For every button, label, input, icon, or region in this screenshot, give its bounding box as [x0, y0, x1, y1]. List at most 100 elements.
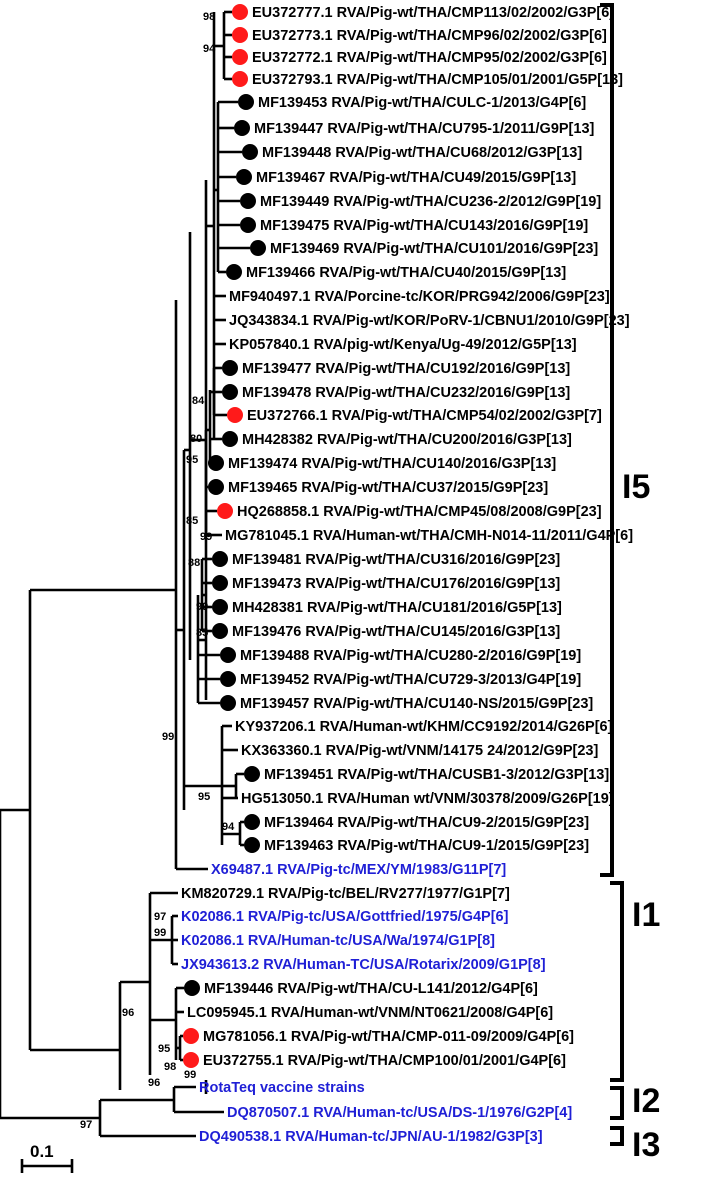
taxon-label: MF139451 RVA/Pig-wt/THA/CUSB1-3/2012/G3P…: [264, 767, 609, 783]
cluster-label-i3: I3: [632, 1126, 660, 1164]
taxon-label: KM820729.1 RVA/Pig-tc/BEL/RV277/1977/G1P…: [181, 886, 510, 902]
tip-marker-red: [232, 49, 248, 65]
tree-branches: [0, 10, 250, 1138]
scale-bar: 0.1: [20, 1142, 74, 1173]
tip-marker-black: [244, 766, 260, 782]
taxon-label: MF139474 RVA/Pig-wt/THA/CU140/2016/G3P[1…: [228, 456, 556, 472]
bracket-i5: [600, 3, 614, 877]
taxon-label: EU372772.1 RVA/Pig-wt/THA/CMP95/02/2002/…: [252, 50, 607, 66]
bootstrap-label: 97: [80, 1119, 92, 1131]
tip-marker-black: [212, 623, 228, 639]
tip-marker-red: [217, 503, 233, 519]
bootstrap-values: 9894848095859988998599959497999695989996…: [80, 11, 235, 1131]
tip-marker-red: [183, 1028, 199, 1044]
taxon-label: EU372777.1 RVA/Pig-wt/THA/CMP113/02/2002…: [252, 5, 614, 21]
cluster-label-i5: I5: [622, 468, 650, 506]
taxon-label: MF139477 RVA/Pig-wt/THA/CU192/2016/G9P[1…: [242, 361, 570, 377]
bootstrap-label: 80: [190, 433, 202, 445]
tip-marker-black: [236, 169, 252, 185]
taxon-label: MG781056.1 RVA/Pig-wt/THA/CMP-011-09/200…: [203, 1029, 574, 1045]
tip-marker-red: [183, 1052, 199, 1068]
taxon-label: MF139463 RVA/Pig-wt/THA/CU9-1/2015/G9P[2…: [264, 838, 589, 854]
tip-marker-black: [212, 575, 228, 591]
taxon-label: MH428381 RVA/Pig-wt/THA/CU181/2016/G5P[1…: [232, 600, 562, 616]
tip-marker-black: [240, 193, 256, 209]
taxon-label: K02086.1 RVA/Human-tc/USA/Wa/1974/G1P[8]: [181, 933, 495, 949]
taxon-label: MF139464 RVA/Pig-wt/THA/CU9-2/2015/G9P[2…: [264, 815, 589, 831]
tip-marker-black: [234, 120, 250, 136]
tip-marker-black: [244, 837, 260, 853]
taxon-label: MG781045.1 RVA/Human-wt/THA/CMH-N014-11/…: [225, 528, 633, 544]
taxon-label: MF139467 RVA/Pig-wt/THA/CU49/2015/G9P[13…: [256, 170, 576, 186]
tip-marker-red: [227, 407, 243, 423]
bootstrap-label: 95: [186, 454, 198, 466]
bootstrap-label: 94: [203, 43, 216, 55]
tip-marker-black: [220, 671, 236, 687]
bootstrap-label: 99: [184, 1069, 196, 1081]
bootstrap-label: 99: [196, 601, 208, 613]
taxon-label: MF139475 RVA/Pig-wt/THA/CU143/2016/G9P[1…: [260, 218, 588, 234]
bootstrap-label: 98: [203, 11, 215, 23]
taxon-label: MF139452 RVA/Pig-wt/THA/CU729-3/2013/G4P…: [240, 672, 581, 688]
taxon-label: X69487.1 RVA/Pig-tc/MEX/YM/1983/G11P[7]: [211, 862, 506, 878]
tip-marker-black: [212, 599, 228, 615]
tip-marker-black: [222, 360, 238, 376]
tip-marker-black: [208, 455, 224, 471]
bracket-i1: [610, 881, 624, 1082]
scale-bar-label: 0.1: [30, 1142, 54, 1161]
taxon-label: MF139447 RVA/Pig-wt/THA/CU795-1/2011/G9P…: [254, 121, 595, 137]
bootstrap-label: 85: [186, 515, 198, 527]
tip-marker-black: [222, 384, 238, 400]
taxon-label: MF139478 RVA/Pig-wt/THA/CU232/2016/G9P[1…: [242, 385, 570, 401]
taxon-label: MF139449 RVA/Pig-wt/THA/CU236-2/2012/G9P…: [260, 194, 601, 210]
taxon-label: MF139465 RVA/Pig-wt/THA/CU37/2015/G9P[23…: [228, 480, 548, 496]
bootstrap-label: 88: [188, 557, 200, 569]
tip-marker-black: [222, 431, 238, 447]
taxon-label: DQ870507.1 RVA/Human-tc/USA/DS-1/1976/G2…: [227, 1105, 572, 1121]
bootstrap-label: 85: [196, 627, 208, 639]
tip-marker-black: [220, 647, 236, 663]
taxon-label: MF139466 RVA/Pig-wt/THA/CU40/2015/G9P[13…: [246, 265, 566, 281]
bracket-i3: [610, 1126, 624, 1146]
tip-marker-black: [226, 264, 242, 280]
taxon-label: KX363360.1 RVA/Pig-wt/VNM/14175 24/2012/…: [241, 743, 598, 759]
tip-marker-black: [242, 144, 258, 160]
taxon-label: HQ268858.1 RVA/Pig-wt/THA/CMP45/08/2008/…: [237, 504, 602, 520]
taxon-label: MF139457 RVA/Pig-wt/THA/CU140-NS/2015/G9…: [240, 696, 593, 712]
bootstrap-label: 99: [200, 531, 212, 543]
tip-marker-black: [244, 814, 260, 830]
taxon-label: LC095945.1 RVA/Human-wt/VNM/NT0621/2008/…: [187, 1005, 553, 1021]
tip-marker-black: [212, 551, 228, 567]
taxon-label: RotaTeq vaccine strains: [199, 1080, 365, 1096]
bootstrap-label: 98: [164, 1061, 176, 1073]
tip-labels: EU372777.1 RVA/Pig-wt/THA/CMP113/02/2002…: [181, 5, 633, 1145]
taxon-label: MF139448 RVA/Pig-wt/THA/CU68/2012/G3P[13…: [262, 145, 582, 161]
cluster-brackets: [600, 3, 624, 1146]
taxon-label: MF139481 RVA/Pig-wt/THA/CU316/2016/G9P[2…: [232, 552, 560, 568]
bootstrap-label: 99: [162, 731, 174, 743]
tip-marker-black: [220, 695, 236, 711]
cluster-label-i1: I1: [632, 896, 660, 934]
taxon-label: JX943613.2 RVA/Human-TC/USA/Rotarix/2009…: [181, 957, 546, 973]
taxon-label: MH428382 RVA/Pig-wt/THA/CU200/2016/G3P[1…: [242, 432, 572, 448]
taxon-label: HG513050.1 RVA/Human wt/VNM/30378/2009/G…: [241, 791, 614, 807]
tip-marker-red: [232, 71, 248, 87]
tip-marker-black: [240, 217, 256, 233]
bootstrap-label: 96: [148, 1077, 160, 1089]
bootstrap-label: 97: [154, 911, 166, 923]
taxon-label: MF139473 RVA/Pig-wt/THA/CU176/2016/G9P[1…: [232, 576, 560, 592]
bootstrap-label: 84: [192, 395, 205, 407]
tip-marker-red: [232, 27, 248, 43]
taxon-label: MF940497.1 RVA/Porcine-tc/KOR/PRG942/200…: [229, 289, 610, 305]
taxon-label: MF139469 RVA/Pig-wt/THA/CU101/2016/G9P[2…: [270, 241, 598, 257]
taxon-label: MF139476 RVA/Pig-wt/THA/CU145/2016/G3P[1…: [232, 624, 560, 640]
bootstrap-label: 94: [222, 821, 235, 833]
tip-marker-red: [232, 4, 248, 20]
taxon-label: MF139446 RVA/Pig-wt/THA/CU-L141/2012/G4P…: [204, 981, 538, 997]
taxon-label: KY937206.1 RVA/Human-wt/KHM/CC9192/2014/…: [235, 719, 613, 735]
bracket-i2: [610, 1086, 624, 1120]
tip-marker-black: [184, 980, 200, 996]
taxon-label: MF139488 RVA/Pig-wt/THA/CU280-2/2016/G9P…: [240, 648, 581, 664]
taxon-label: EU372773.1 RVA/Pig-wt/THA/CMP96/02/2002/…: [252, 28, 607, 44]
